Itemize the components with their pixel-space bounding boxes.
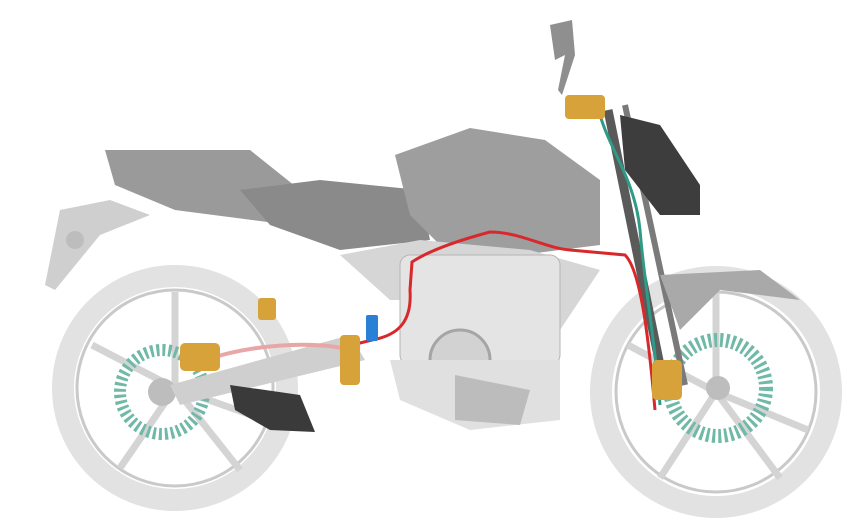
rear-reservoir [258,298,276,320]
fuel-tank [395,128,600,255]
rear-master-cylinder [340,335,360,385]
brake-line-teal [598,114,662,406]
swingarm [170,335,365,405]
front-hub [706,376,730,400]
exhaust [230,385,315,432]
front-master-cylinder [565,95,605,119]
rear-caliper [180,343,220,371]
tail-section [105,150,300,225]
abs-unit [366,315,378,341]
headlight [620,115,700,215]
rear-fender [45,200,150,290]
engine [390,254,561,430]
brake-line-rear [204,342,353,362]
brake-line-red [351,230,657,411]
front-fender [660,270,800,330]
front-caliper [652,360,682,400]
rear-hub [148,378,176,406]
seat [240,180,430,250]
tail-light [66,231,84,249]
mirror [550,20,575,95]
